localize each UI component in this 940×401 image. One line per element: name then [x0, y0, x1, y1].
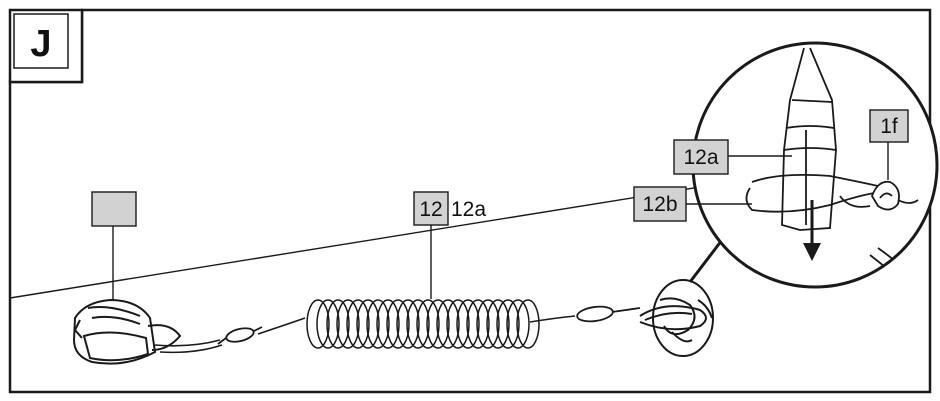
coil-loop	[316, 299, 340, 349]
coil-loop	[376, 299, 400, 349]
coil-loop	[436, 299, 460, 349]
coil-loop	[516, 299, 540, 349]
coil-loop	[336, 299, 360, 349]
coil-loop	[496, 299, 520, 349]
swivel-connector-left	[217, 326, 263, 345]
coil-loop	[366, 299, 390, 349]
coil-loop	[466, 299, 490, 349]
step-letter: J	[30, 23, 51, 65]
magnified-detail	[691, 41, 939, 289]
cable-section-left	[154, 317, 306, 354]
coil-loop	[486, 299, 510, 349]
label-12a-zoom: 12a	[673, 139, 729, 175]
coil-loop	[406, 299, 430, 349]
svg-text:12a: 12a	[683, 146, 718, 169]
magnifier-pointer-line	[688, 239, 724, 283]
loop-attachment-icon	[639, 279, 714, 357]
coil-loop	[476, 299, 500, 349]
coil-loop	[416, 299, 440, 349]
svg-text:1f: 1f	[880, 115, 898, 138]
label-1f-zoom: 1f	[869, 109, 909, 143]
step-box: J	[8, 8, 84, 84]
label-coil-part-a: 12	[419, 198, 442, 221]
label-empty-box	[91, 191, 137, 227]
coiled-cord	[306, 299, 540, 349]
coil-loop	[356, 299, 380, 349]
coil-loop	[396, 299, 420, 349]
coil-loop	[346, 299, 370, 349]
label-coil: 12 12a	[413, 191, 486, 226]
cable-coil-to-right	[529, 315, 576, 323]
leader-lines	[112, 140, 889, 300]
swivel-connector-right	[576, 305, 641, 323]
coil-loop	[456, 299, 480, 349]
label-12b-zoom: 12b	[633, 186, 687, 222]
svg-text:12b: 12b	[642, 193, 677, 216]
coil-loop	[306, 299, 330, 349]
coil-loop	[426, 299, 450, 349]
ankle-cuff-icon	[72, 298, 182, 365]
label-coil-part-b: 12a	[451, 198, 486, 221]
coil-loop	[386, 299, 410, 349]
coil-loop	[446, 299, 470, 349]
coil-loop	[326, 299, 350, 349]
coil-loop	[506, 299, 530, 349]
